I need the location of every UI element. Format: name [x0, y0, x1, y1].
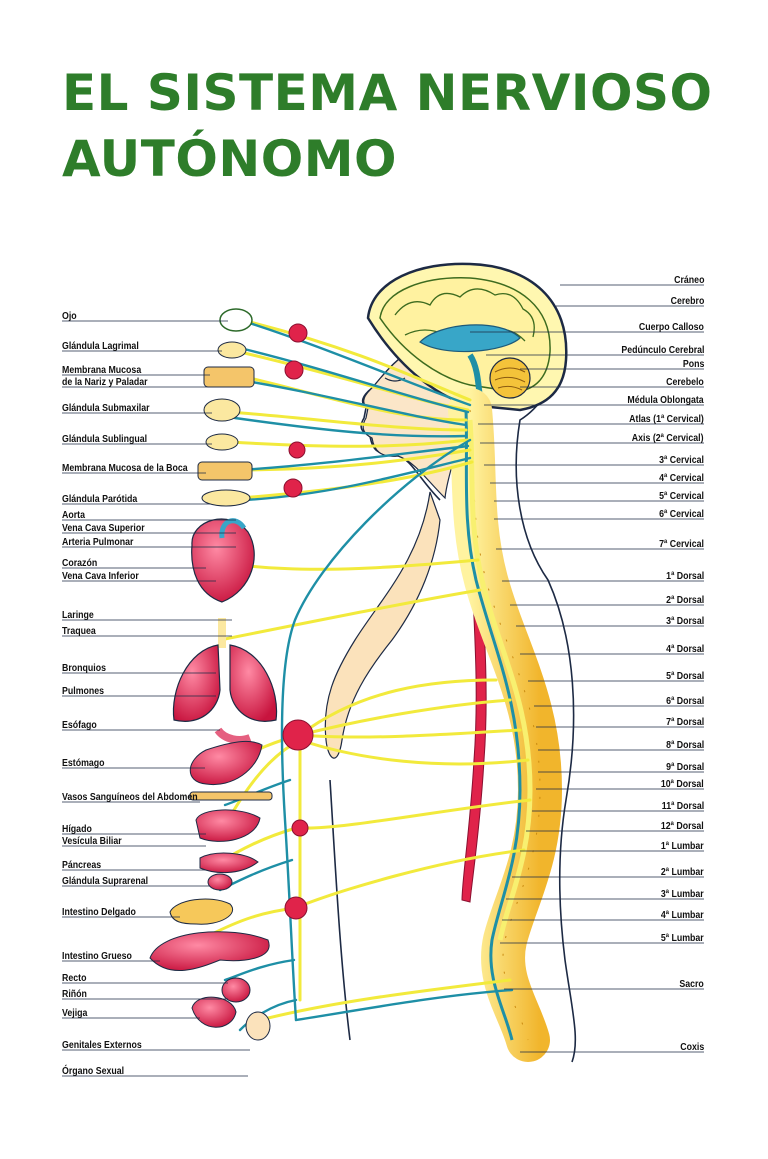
label-higado: Hígado [62, 824, 92, 835]
label-laringe: Laringe [62, 610, 94, 621]
label-pedunculo-cerebral: Pedúnculo Cerebral [620, 345, 704, 356]
label-corazon: Corazón [62, 558, 98, 569]
label-traquea: Traquea [62, 626, 96, 637]
label-glandula-lagrimal: Glándula Lagrimal [62, 341, 139, 352]
label-pulmones: Pulmones [62, 686, 105, 697]
skull-brain [366, 262, 568, 412]
label-5-lumbar: 5ª Lumbar [661, 933, 704, 944]
label-4-lumbar: 4ª Lumbar [661, 910, 704, 921]
label-genitales-externos: Genitales Externos [62, 1040, 142, 1051]
right-lung [229, 644, 278, 722]
label-8-dorsal: 8ª Dorsal [666, 740, 704, 751]
pancreas [199, 852, 259, 874]
title-line-1: EL SISTEMA NERVIOSO [62, 64, 713, 122]
label-ojo: Ojo [62, 311, 77, 322]
label-5-cervical: 5ª Cervical [659, 491, 704, 502]
sublingual-gland [205, 433, 239, 451]
label-9-dorsal: 9ª Dorsal [666, 762, 704, 773]
left-lung [172, 644, 221, 722]
label-intestino-grueso: Intestino Grueso [62, 951, 132, 962]
label-2-dorsal: 2ª Dorsal [666, 595, 704, 606]
label-glandula-suprarenal: Glándula Suprarenal [62, 876, 149, 887]
label-axis: Axis (2ª Cervical) [632, 433, 704, 444]
external-genitals [245, 1011, 271, 1041]
abdominal-vessels [189, 791, 273, 801]
label-vena-cava-superior: Vena Cava Superior [62, 523, 145, 534]
label-coxis: Coxis [680, 1042, 704, 1053]
label-pancreas: Páncreas [62, 860, 102, 871]
label-4-dorsal: 4ª Dorsal [666, 644, 704, 655]
page-title: EL SISTEMA NERVIOSO AUTÓNOMO [62, 60, 713, 192]
label-pons: Pons [682, 359, 704, 370]
label-vesicula-biliar: Vesícula Biliar [62, 836, 122, 847]
label-11-dorsal: 11ª Dorsal [661, 801, 704, 812]
label-intestino-delgado: Intestino Delgado [62, 907, 136, 918]
nasal-mucosa [203, 366, 255, 388]
label-5-dorsal: 5ª Dorsal [666, 671, 704, 682]
label-3-dorsal: 3ª Dorsal [666, 616, 704, 627]
label-vena-cava-inferior: Vena Cava Inferior [62, 571, 139, 582]
mouth-mucosa [197, 461, 253, 481]
label-aorta: Aorta [62, 510, 85, 521]
eye-organ [219, 308, 253, 332]
label-esofago: Esófago [62, 720, 97, 731]
label-1-dorsal: 1ª Dorsal [666, 571, 704, 582]
label-7-cervical: 7ª Cervical [659, 539, 704, 550]
label-craneo: Cráneo [673, 275, 704, 286]
label-10-dorsal: 10ª Dorsal [661, 779, 704, 790]
label-12-dorsal: 12ª Dorsal [661, 821, 704, 832]
label-organo-sexual: Órgano Sexual [62, 1066, 125, 1077]
label-mucosa-boca: Membrana Mucosa de la Boca [62, 463, 188, 474]
label-rinon: Riñón [62, 989, 87, 1000]
ganglia [282, 323, 314, 920]
label-glandula-submaxilar: Glándula Submaxilar [62, 403, 150, 414]
stomach [189, 740, 263, 786]
label-medula-oblongata: Médula Oblongata [627, 395, 704, 406]
title-line-2: AUTÓNOMO [62, 130, 397, 188]
label-arteria-pulmonar: Arteria Pulmonar [62, 537, 134, 548]
submaxillary-gland [203, 398, 241, 422]
label-cuerpo-calloso: Cuerpo Calloso [638, 322, 704, 333]
label-recto: Recto [62, 973, 87, 984]
label-glandula-sublingual: Glándula Sublingual [62, 434, 148, 445]
label-cerebro: Cerebro [670, 296, 704, 307]
label-atlas: Atlas (1ª Cervical) [629, 414, 704, 425]
label-estomago: Estómago [62, 758, 105, 769]
large-intestine [149, 931, 270, 972]
label-4-cervical: 4ª Cervical [659, 473, 704, 484]
label-6-cervical: 6ª Cervical [659, 509, 704, 520]
adrenal-gland [207, 873, 233, 891]
lacrimal-gland [217, 341, 247, 359]
label-3-lumbar: 3ª Lumbar [661, 889, 704, 900]
label-3-cervical: 3ª Cervical [659, 455, 704, 466]
label-nariz-paladar: de la Nariz y Paladar [62, 377, 148, 388]
label-vejiga: Vejiga [62, 1008, 88, 1019]
kidney [221, 977, 251, 1003]
label-6-dorsal: 6ª Dorsal [666, 696, 704, 707]
label-membrana-mucosa: Membrana Mucosa [62, 365, 142, 376]
parotid-gland [201, 489, 251, 507]
spinal-column [448, 388, 563, 1062]
esophagus [214, 727, 252, 744]
liver [195, 809, 261, 842]
label-cerebelo: Cerebelo [666, 377, 704, 388]
arm [324, 491, 441, 759]
small-intestine [169, 898, 233, 925]
label-sacro: Sacro [679, 979, 704, 990]
label-2-lumbar: 2ª Lumbar [661, 867, 704, 878]
label-glandula-parotida: Glándula Parótida [62, 494, 138, 505]
heart-vessels [219, 518, 247, 539]
label-7-dorsal: 7ª Dorsal [666, 717, 704, 728]
label-bronquios: Bronquios [62, 663, 106, 674]
label-vasos-sanguineos: Vasos Sanguíneos del Abdomen [62, 792, 198, 803]
label-1-lumbar: 1ª Lumbar [661, 841, 704, 852]
